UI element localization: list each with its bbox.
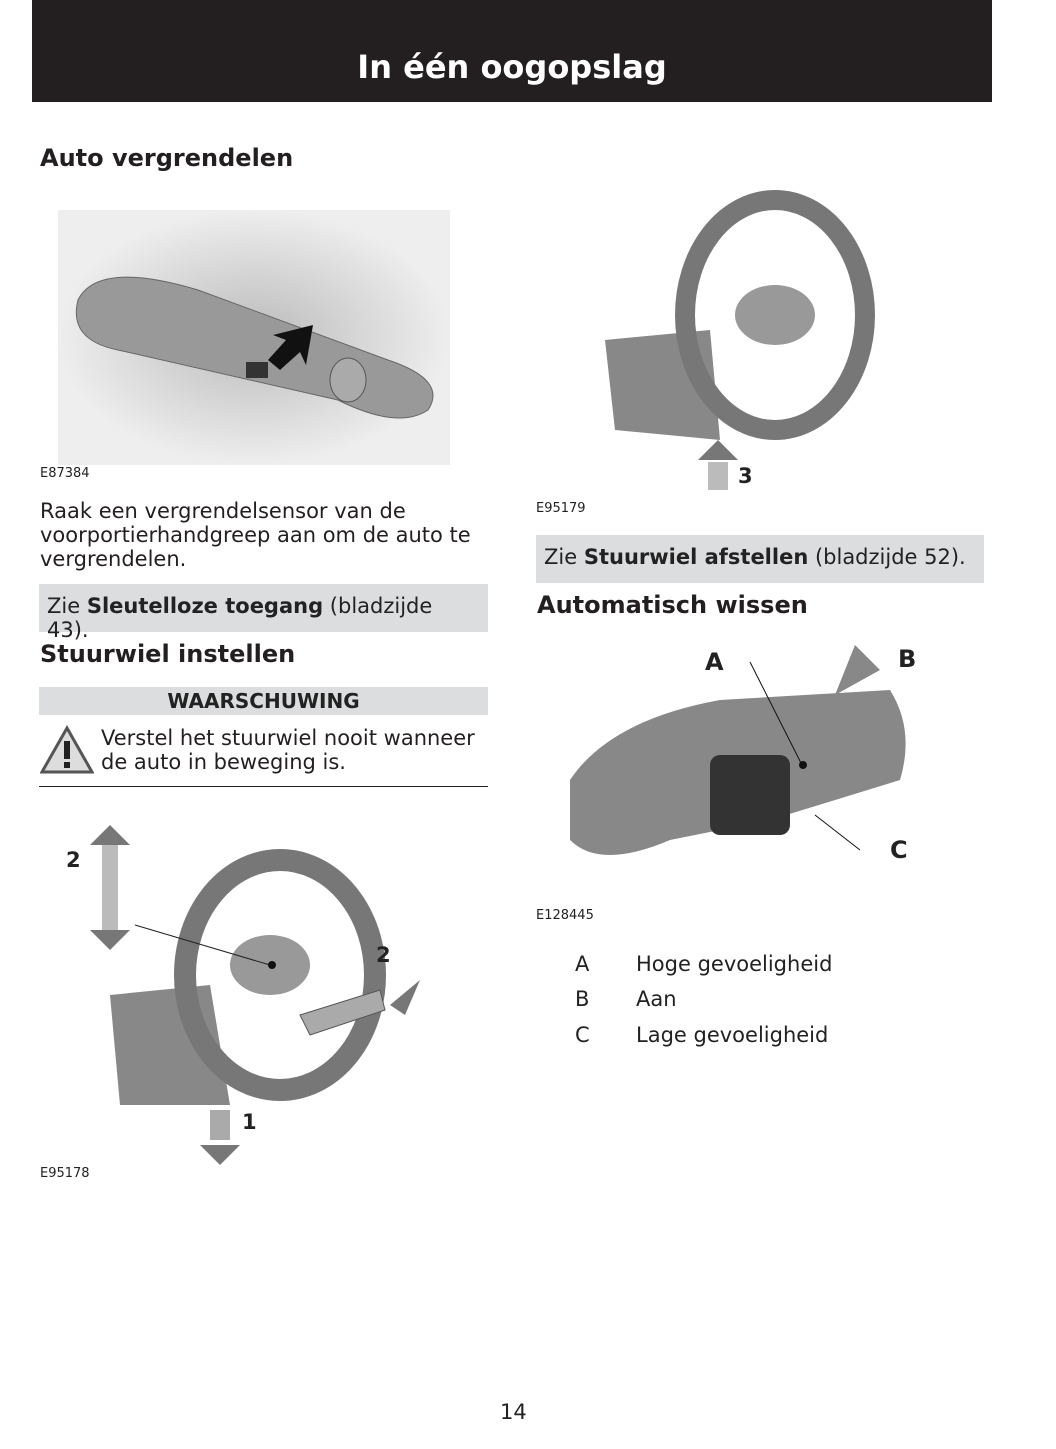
door-handle-illustration — [58, 210, 450, 465]
figure-label: 1 — [242, 1110, 257, 1134]
legend-key: C — [575, 1023, 590, 1047]
page-title: In één oogopslag — [357, 48, 667, 86]
section-title-steering: Stuurwiel instellen — [40, 640, 296, 668]
wiper-stalk-illustration — [570, 645, 906, 855]
figure-code: E95179 — [536, 501, 586, 516]
warning-text: Verstel het stuurwiel nooit wanneer de a… — [101, 726, 475, 774]
reference-link[interactable]: Sleutelloze toegang — [86, 594, 324, 618]
steering-tilt-illustration — [605, 190, 875, 490]
figure-label: B — [898, 645, 917, 673]
legend-value: Lage gevoeligheid — [636, 1023, 829, 1047]
figure-code: E95178 — [40, 1166, 90, 1181]
warning-title: WAARSCHUWING — [39, 687, 488, 715]
page-number: 14 — [500, 1400, 527, 1424]
legend-value: Aan — [636, 987, 677, 1011]
page-header: In één oogopslag — [32, 0, 992, 102]
reference-box: Zie Stuurwiel afstellen (bladzijde 52). — [536, 535, 984, 583]
reference-box: Zie Sleutelloze toegang (bladzijde 43). — [39, 584, 488, 642]
figure-label: 2 — [376, 943, 391, 967]
legend-key: A — [575, 952, 590, 976]
divider — [39, 786, 488, 787]
figure-label: A — [705, 648, 724, 676]
figure-label: C — [890, 836, 908, 864]
lock-instruction: Raak een vergrendelsensor van de voorpor… — [40, 499, 471, 571]
reference-link[interactable]: Stuurwiel afstellen — [583, 545, 809, 569]
figure-label: 3 — [738, 464, 753, 488]
figure-code: E87384 — [40, 466, 90, 481]
warning-icon — [40, 725, 94, 774]
figure-code: E128445 — [536, 908, 594, 923]
steering-adjust-illustration — [90, 825, 420, 1165]
section-title-wipers: Automatisch wissen — [537, 591, 808, 619]
legend-key: B — [575, 987, 590, 1011]
figure-label: 2 — [66, 848, 81, 872]
legend-value: Hoge gevoeligheid — [636, 952, 833, 976]
section-title-lock: Auto vergrendelen — [40, 144, 294, 172]
